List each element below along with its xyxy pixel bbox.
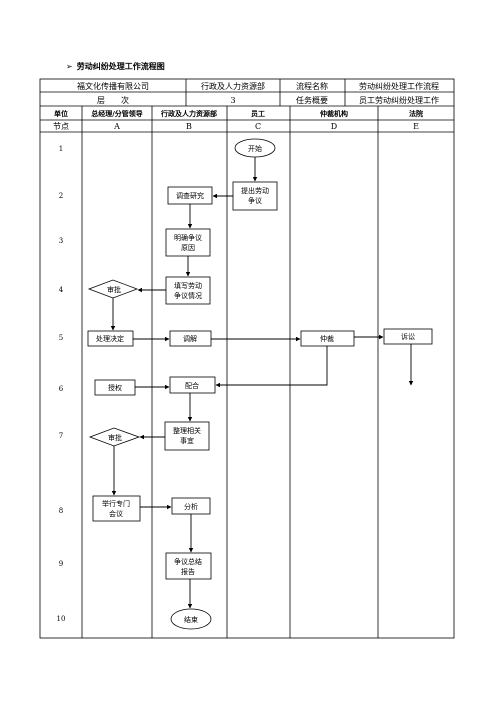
litigate-box: [383, 328, 433, 345]
row-number: 7: [59, 432, 63, 440]
arrow-arbitrate-to-cooperate: [215, 346, 328, 388]
lane-d-code: D: [331, 122, 337, 131]
clarify-cause-box: [165, 228, 211, 257]
organize-box: [164, 421, 210, 451]
end-terminal: [170, 608, 212, 630]
start-label: 开始: [248, 144, 262, 153]
process-name-value: 劳动纠纷处理工作流程: [359, 81, 439, 91]
approve-decision-2: [88, 427, 141, 447]
investigate-label: 调查研究: [176, 191, 204, 200]
row-number: 6: [59, 385, 64, 393]
row-number: 5: [59, 334, 63, 342]
level-label: 层 次: [97, 95, 129, 105]
litigate-label: 诉讼: [401, 332, 415, 341]
lane-e-code: E: [413, 122, 419, 131]
fill-dispute-box: [165, 276, 211, 305]
chart-title: ➢劳动纠纷处理工作流程图: [66, 61, 165, 72]
mediate-label: 调解: [183, 334, 197, 343]
dept-name: 行政及人力资源部: [201, 81, 265, 91]
end-label: 结束: [184, 615, 198, 624]
authorize-box: [94, 379, 136, 396]
node-label: 节点: [53, 122, 69, 131]
lane-d-name: 仲裁机构: [320, 109, 348, 118]
arrow-bullet-icon: ➢: [66, 62, 73, 71]
lane-a-code: A: [113, 122, 120, 131]
approve-1-label: 审批: [107, 285, 121, 294]
submit-label: 提出劳动争议: [241, 186, 269, 205]
overview-label: 任务概要: [296, 95, 328, 105]
approve-2-label: 审批: [108, 433, 122, 442]
arbitrate-box: [300, 330, 355, 347]
arbitrate-label: 仲裁: [320, 334, 334, 343]
summary-box: [165, 552, 212, 580]
info-block: 福文化传播有限公司 行政及人力资源部 流程名称 劳动纠纷处理工作流程 层 次 3…: [77, 81, 439, 105]
decision-box: [87, 330, 134, 347]
connectors: [110, 157, 414, 609]
flow-shapes: [87, 138, 433, 630]
level-value: 3: [230, 96, 235, 105]
shape-labels: 开始 提出劳动争议 调查研究 明确争议原因 填写劳动争议情况 审批 处理决定 调…: [96, 144, 415, 624]
cooperate-box: [169, 376, 216, 394]
lane-c-name: 员工: [251, 109, 265, 118]
lane-c-code: C: [255, 122, 261, 131]
row-number: 10: [57, 615, 66, 623]
overview-value: 员工劳动纠纷处理工作: [359, 95, 439, 105]
table-grid: [39, 78, 455, 639]
lane-b-name: 行政及人力资源部: [160, 109, 217, 118]
row-number: 3: [59, 237, 63, 245]
unit-label: 单位: [54, 109, 68, 118]
organize-label: 整理相关事宜: [173, 426, 201, 445]
row-number: 4: [59, 286, 64, 294]
row-number: 9: [59, 560, 63, 568]
lane-b-code: B: [186, 122, 192, 131]
row-number: 2: [59, 192, 63, 200]
summary-label: 争议总结报告: [174, 557, 202, 576]
decide-label: 处理决定: [96, 334, 124, 343]
clarify-label: 明确争议原因: [174, 233, 202, 252]
meeting-box: [92, 495, 141, 522]
lane-e-name: 法院: [409, 109, 423, 118]
meeting-label: 举行专门会议: [102, 499, 130, 518]
row-number: 8: [59, 507, 63, 515]
row-numbers: 1 2 3 4 5 6 7 8 9 10: [57, 145, 66, 623]
process-name-label: 流程名称: [296, 81, 328, 91]
company-name: 福文化传播有限公司: [77, 81, 149, 91]
cooperate-label: 配合: [185, 381, 199, 390]
row-number: 1: [59, 145, 63, 153]
chart-title-text: 劳动纠纷处理工作流程图: [76, 62, 165, 71]
approve-decision-1: [87, 279, 139, 299]
fill-dispute-label: 填写劳动争议情况: [174, 281, 202, 300]
mediate-box: [169, 330, 212, 347]
analyze-label: 分析: [184, 502, 198, 511]
column-header: 单位 总经理/分管领导 行政及人力资源部 员工 仲裁机构 法院 节点 A B C…: [53, 109, 423, 131]
lane-a-name: 总经理/分管领导: [91, 109, 143, 118]
authorize-label: 授权: [108, 383, 122, 392]
